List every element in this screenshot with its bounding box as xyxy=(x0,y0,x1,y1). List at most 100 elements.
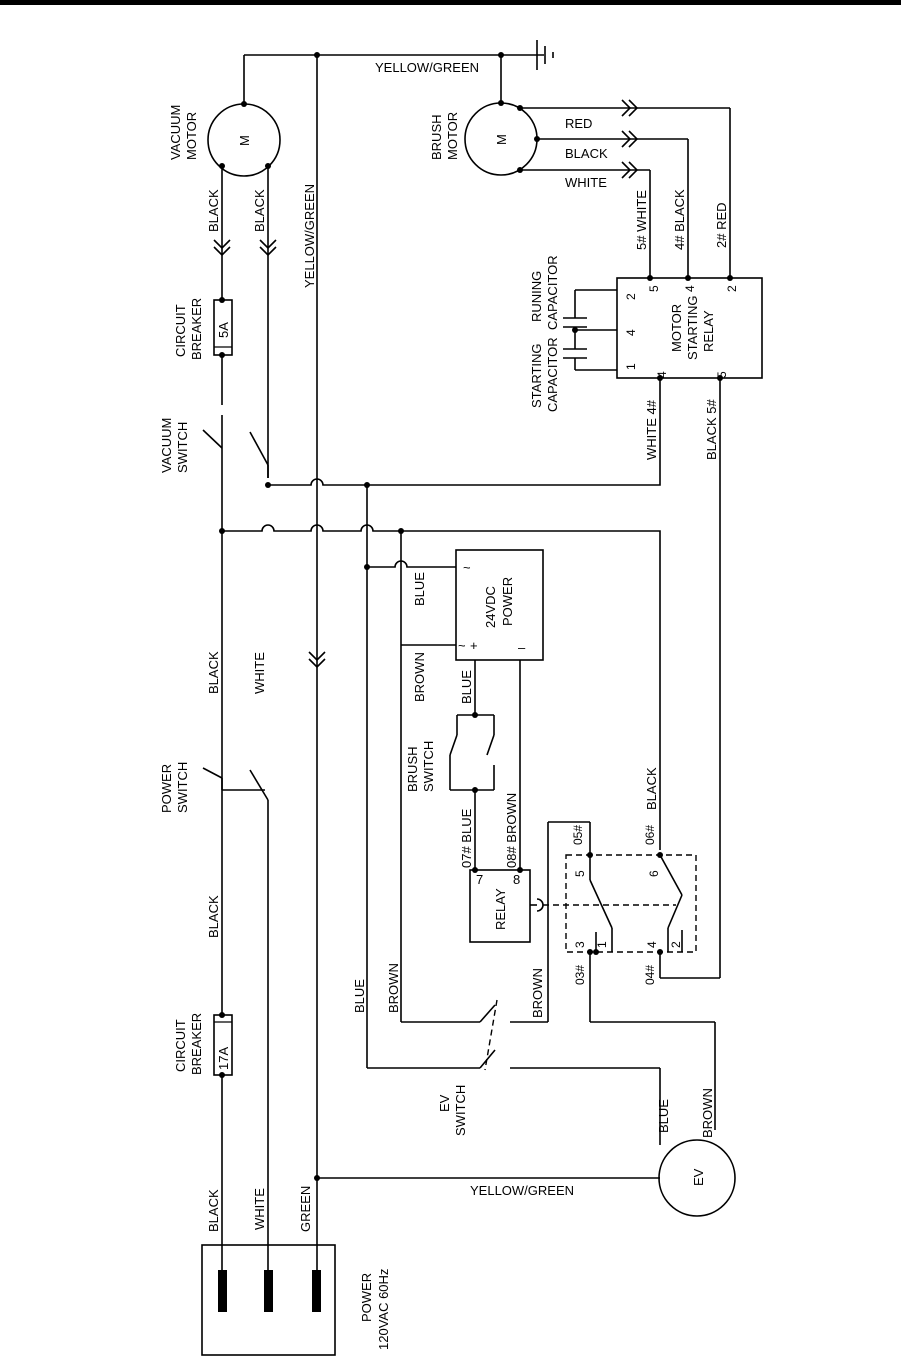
label-white-brush: WHITE xyxy=(565,175,607,190)
ground-icon xyxy=(536,40,554,70)
power-title: POWER xyxy=(359,1273,374,1322)
label-yellow-green-top: YELLOW/GREEN xyxy=(375,60,479,75)
label-yellow-green-vertical: YELLOW/GREEN xyxy=(302,184,317,288)
msr-pin-4b: 4 xyxy=(683,285,697,292)
label-black-mid: BLACK xyxy=(206,895,221,938)
msr-label-1: MOTOR xyxy=(669,304,684,352)
power-switch-label-2: SWITCH xyxy=(175,762,190,813)
main-breaker-label-1: CIRCUIT xyxy=(173,1019,188,1072)
psu-outputs xyxy=(449,660,521,870)
vacuum-switch-label-1: VACUUM xyxy=(159,418,174,473)
vacuum-breaker-rating: 5A xyxy=(216,322,231,338)
black-line xyxy=(202,165,265,1270)
brush-switch-label-1: BRUSH xyxy=(405,746,420,792)
contact-5: 5 xyxy=(573,870,587,877)
starting-cap-label-1: STARTING xyxy=(529,343,544,408)
label-yellow-green-bottom: YELLOW/GREEN xyxy=(470,1183,574,1198)
psu-24vdc xyxy=(455,549,544,661)
contact-1: 1 xyxy=(595,941,609,948)
label-04: 04# xyxy=(643,965,657,985)
horizontal-buses xyxy=(222,378,661,1069)
label-black-06: BLACK xyxy=(644,767,659,810)
starting-cap-label-2: CAPACITOR xyxy=(545,337,560,412)
ground-arrow-2 xyxy=(308,658,326,669)
msr-pin-4: 4 xyxy=(624,329,638,336)
msr-pin-1: 1 xyxy=(624,363,638,370)
relay-pin-7: 7 xyxy=(476,872,483,887)
label-black-vac1: BLACK xyxy=(206,189,221,232)
label-blue-ev-line: BLUE xyxy=(352,979,367,1013)
vacuum-motor-label-2: MOTOR xyxy=(184,112,199,160)
brush-switch-label-2: SWITCH xyxy=(421,741,436,792)
power-switch-label-1: POWER xyxy=(159,764,174,813)
ev-motor xyxy=(658,1139,736,1217)
psu-tilde-1: ~ xyxy=(463,560,471,575)
label-blue-ev: BLUE xyxy=(656,1099,671,1133)
label-2-red: 2# RED xyxy=(714,202,729,248)
vacuum-lead-arrows xyxy=(213,239,277,257)
msr-label-3: RELAY xyxy=(701,310,716,352)
label-brown-ev: BROWN xyxy=(530,968,545,1018)
label-white-upper: WHITE xyxy=(252,652,267,694)
contactor xyxy=(547,378,721,1130)
msr-pin-2b: 2 xyxy=(725,285,739,292)
capacitors xyxy=(563,289,617,371)
psu-tilde-2: ~ xyxy=(458,638,466,653)
label-black-5: BLACK 5# xyxy=(704,399,719,460)
label-brown-psu: BROWN xyxy=(412,652,427,702)
label-4-black: 4# BLACK xyxy=(672,189,687,250)
msr-pin-2: 2 xyxy=(624,293,638,300)
label-blue-brush: BLUE xyxy=(459,670,474,704)
psu-label-2: POWER xyxy=(500,577,515,626)
label-black-plug: BLACK xyxy=(206,1189,221,1232)
label-blue-psu: BLUE xyxy=(412,572,427,606)
contact-6: 6 xyxy=(647,870,661,877)
ev-motor-symbol: EV xyxy=(691,1168,706,1186)
top-border xyxy=(0,0,901,5)
relay-pin-8: 8 xyxy=(513,872,520,887)
label-06: 06# xyxy=(643,825,657,845)
contact-3: 3 xyxy=(573,941,587,948)
label-green-plug: GREEN xyxy=(298,1186,313,1232)
ev-switch-label-1: EV xyxy=(437,1094,452,1112)
brush-motor-label-2: MOTOR xyxy=(445,112,460,160)
vacuum-motor-symbol: M xyxy=(237,135,252,146)
contact-4: 4 xyxy=(645,941,659,948)
label-05: 05# xyxy=(571,825,585,845)
label-brown-ev-motor: BROWN xyxy=(700,1088,715,1138)
motor-starting-relay xyxy=(616,275,763,381)
psu-minus: – xyxy=(518,640,526,655)
contact-2: 2 xyxy=(669,941,683,948)
msr-pin-5: 5 xyxy=(647,285,661,292)
main-breaker-label-2: BREAKER xyxy=(189,1013,204,1075)
vacuum-breaker-label-2: BREAKER xyxy=(189,298,204,360)
label-brown-ev-line: BROWN xyxy=(386,963,401,1013)
brush-motor-symbol: M xyxy=(494,134,509,145)
psu-plus: + xyxy=(470,638,478,653)
relay xyxy=(469,867,531,943)
label-black-vac2: BLACK xyxy=(252,189,267,232)
ground-wiring xyxy=(243,52,660,1181)
label-red: RED xyxy=(565,116,592,131)
label-5-white: 5# WHITE xyxy=(634,190,649,250)
label-white-4: WHITE 4# xyxy=(644,399,659,460)
label-black-upper: BLACK xyxy=(206,651,221,694)
running-cap-label-2: CAPACITOR xyxy=(545,255,560,330)
relay-link xyxy=(530,898,676,912)
running-cap-label-1: RUNING xyxy=(529,271,544,322)
power-spec: 120VAC 60Hz xyxy=(376,1269,391,1350)
msr-pin-4c: 4 xyxy=(655,371,669,378)
ev-switch-label-2: SWITCH xyxy=(453,1085,468,1136)
relay-label: RELAY xyxy=(493,888,508,930)
brush-motor-label-1: BRUSH xyxy=(429,114,444,160)
vacuum-breaker-label-1: CIRCUIT xyxy=(173,304,188,357)
msr-pin-5c: 5 xyxy=(715,371,729,378)
label-black-brush: BLACK xyxy=(565,146,608,161)
vacuum-circuit-breaker xyxy=(213,297,233,358)
label-white-plug: WHITE xyxy=(252,1188,267,1230)
label-03: 03# xyxy=(573,965,587,985)
psu-label-1: 24VDC xyxy=(483,586,498,628)
ground-arrow-1 xyxy=(308,651,326,662)
label-08-brown: 08# BROWN xyxy=(504,793,519,868)
white-line xyxy=(249,165,271,1270)
